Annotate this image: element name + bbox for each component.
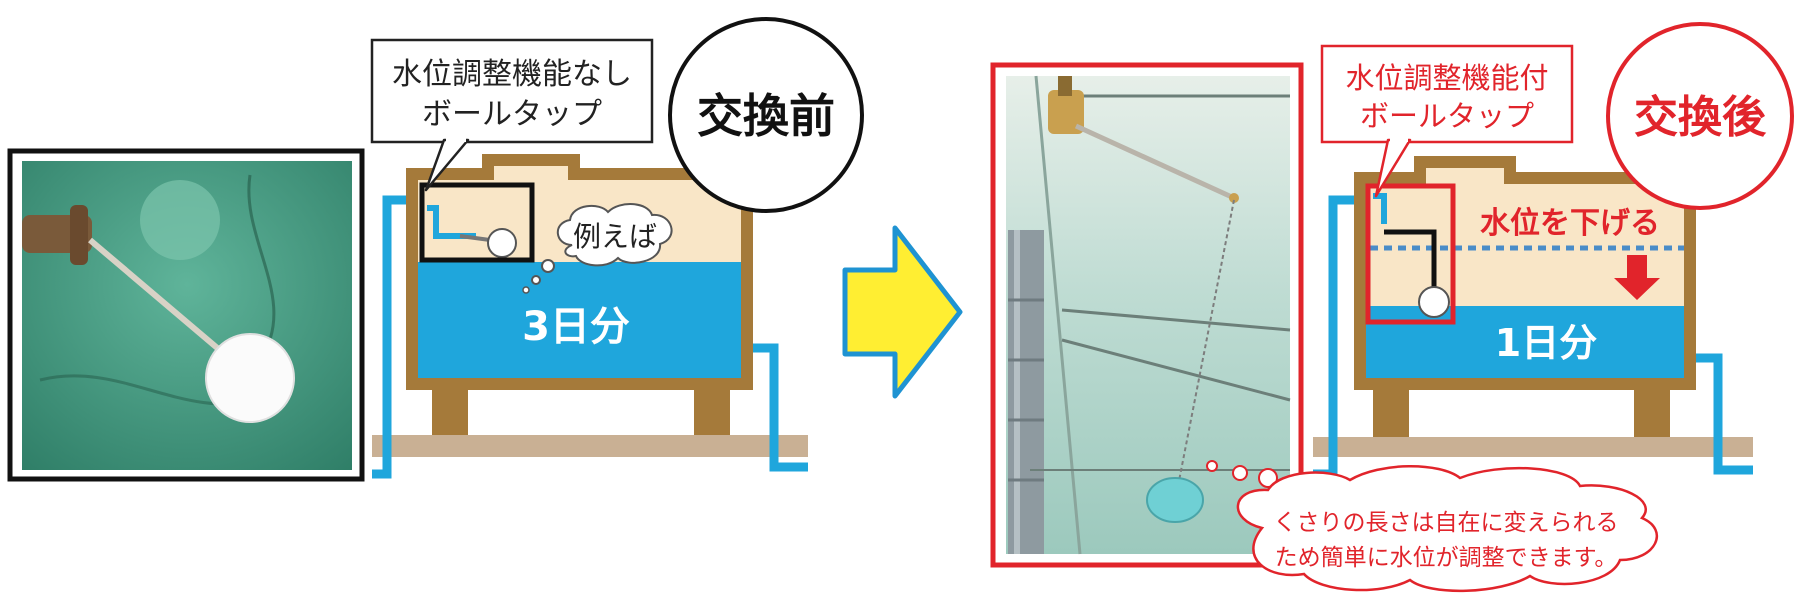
float-ball-icon (1418, 286, 1450, 318)
callout-line-1: 水位調整機能なし (392, 57, 632, 92)
callout-line-2: ボールタップ (422, 97, 602, 132)
water-days-label: 1日分 (1495, 321, 1597, 365)
ground-strip (1313, 437, 1753, 457)
water-level (418, 262, 741, 378)
outlet-pipe (1690, 353, 1753, 475)
down-arrow-icon (1614, 255, 1660, 300)
thought-bubble: 例えば (522, 203, 673, 294)
water-level (1366, 306, 1684, 378)
transition-arrow-icon (842, 225, 963, 399)
float-ball-icon (1146, 477, 1204, 523)
after-badge-label: 交換後 (1634, 92, 1767, 143)
water-days-label: 3日分 (522, 304, 630, 350)
float-arm (1074, 123, 1236, 201)
after-callout: 水位調整機能付 ボールタップ (1320, 44, 1574, 198)
thought-text: 例えば (573, 220, 657, 253)
note-bubble: くさりの長さは自在に変えられる ため簡単に水位が調整できます。 (1206, 460, 1658, 593)
float-ball-icon (205, 333, 295, 423)
float-arm (88, 237, 224, 355)
inlet-pipe (1313, 195, 1360, 479)
float-ball-icon (487, 228, 517, 258)
before-badge-label: 交換前 (697, 89, 835, 143)
lower-level-label: 水位を下げる (1480, 206, 1660, 241)
after-badge: 交換後 (1606, 22, 1794, 210)
before-callout: 水位調整機能なし ボールタップ (370, 38, 654, 192)
before-tank-diagram: 3日分 例えば 水位調整機能なし ボールタップ 交換前 (370, 17, 864, 479)
outlet-pipe (745, 343, 808, 472)
after-tank-diagram: 1日分 水位を下げる 水位調整機能付 ボールタップ 交換後 (1313, 22, 1794, 479)
ball-tap-valve-icon (1048, 90, 1084, 134)
note-line-2: ため簡単に水位が調整できます。 (1275, 545, 1618, 571)
inlet-pipe (372, 195, 412, 479)
ball-tap-highlight (1365, 183, 1456, 325)
callout-line-2: ボールタップ (1360, 99, 1534, 133)
note-line-1: くさりの長さは自在に変えられる (1274, 510, 1619, 536)
ground-strip (372, 435, 808, 457)
callout-line-1: 水位調整機能付 (1345, 61, 1548, 95)
ball-tap-highlight (419, 182, 535, 263)
before-photo (7, 148, 365, 482)
before-badge: 交換前 (668, 17, 864, 213)
